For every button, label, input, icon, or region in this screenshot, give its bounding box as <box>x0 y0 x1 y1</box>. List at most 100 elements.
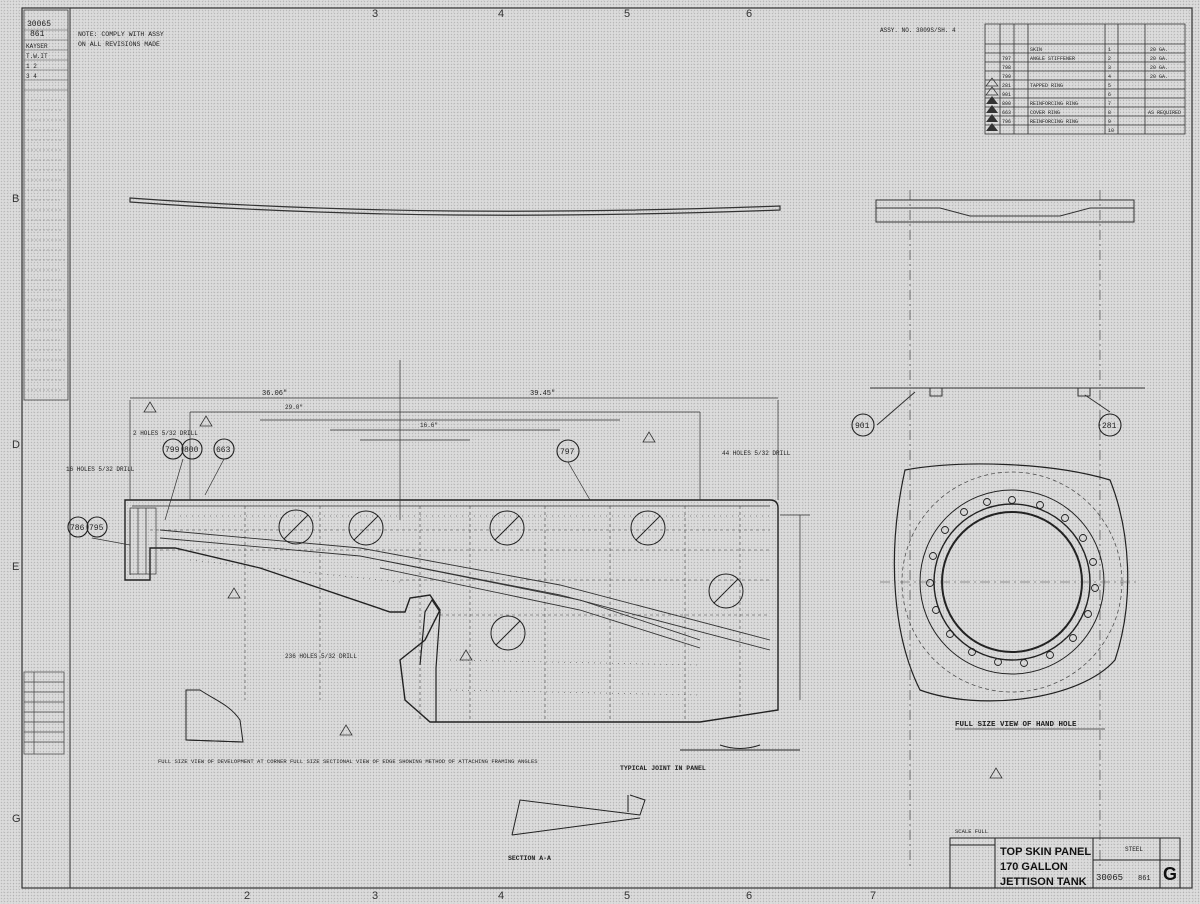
dim-mid-b: 16.6" <box>420 422 438 429</box>
side-profile-view <box>129 197 781 216</box>
ring-section <box>870 387 1145 426</box>
strip-approval-2: T.W.IT <box>26 53 48 60</box>
strip-dwg-no: 30065 <box>27 20 51 29</box>
main-panel-view <box>124 499 779 723</box>
section-a-a-label: SECTION A-A <box>508 855 551 862</box>
bom-desc-0: SKIN <box>1030 47 1042 53</box>
callout-800: 800 <box>184 446 199 455</box>
zone-top-5: 5 <box>624 8 630 20</box>
bom-mat-3: 4 <box>1108 74 1111 80</box>
zone-top-4: 4 <box>498 8 504 20</box>
bom-mat-1: 2 <box>1108 56 1111 62</box>
bom-item-2: 798 <box>1002 65 1011 71</box>
callout-281: 281 <box>1102 422 1117 431</box>
bom-mat-5: 6 <box>1108 92 1111 98</box>
title-size: G <box>1163 864 1177 884</box>
bom-mat-7: 8 <box>1108 110 1111 116</box>
bom-mat-4: 5 <box>1108 83 1111 89</box>
bom-size-1: 20 GA. <box>1150 56 1168 62</box>
bom-item-6: 800 <box>1002 101 1011 107</box>
callout-786: 786 <box>70 524 85 533</box>
strip-approval-3: 1 2 <box>26 63 37 70</box>
assy-reference: ASSY. NO. 3009S/SH. 4 <box>880 27 956 34</box>
bom-desc-6: REINFORCING RING <box>1030 101 1078 107</box>
zone-top-3: 3 <box>372 8 378 20</box>
revision-triangles <box>143 401 1003 779</box>
bom-item-7: 663 <box>1002 110 1011 116</box>
title-dwg-no: 30065 <box>1096 873 1123 883</box>
title-sheet: 861 <box>1138 875 1151 883</box>
callout-901: 901 <box>855 422 870 431</box>
callout-799: 799 <box>165 446 180 455</box>
hand-hole-view <box>880 463 1140 702</box>
callout-795: 795 <box>89 524 104 533</box>
hole-note-4: 236 HOLES 5/32 DRILL <box>285 653 357 660</box>
strip-approval-4: 3 4 <box>26 73 37 80</box>
bom-item-5: 901 <box>1002 92 1011 98</box>
dimension-lines <box>129 360 810 700</box>
zone-bottom-3: 3 <box>372 890 378 902</box>
section-a-a-view <box>511 794 646 836</box>
sectional-label: FULL SIZE SECTIONAL VIEW OF EDGE SHOWING… <box>290 758 538 765</box>
hand-hole-label: FULL SIZE VIEW OF HAND HOLE <box>955 721 1077 729</box>
zone-left-b: B <box>12 193 19 205</box>
callout-797: 797 <box>560 448 575 457</box>
hole-note-1: 2 HOLES 5/32 DRILL <box>133 430 198 437</box>
zone-bottom-5: 5 <box>624 890 630 902</box>
callout-663: 663 <box>216 446 231 455</box>
hand-hole-bolt-holes <box>926 496 1099 667</box>
zone-bottom-6: 6 <box>746 890 752 902</box>
bom-item-4: 281 <box>1002 83 1011 89</box>
title-scale: SCALE FULL <box>955 828 988 835</box>
top-note-1: NOTE: COMPLY WITH ASSY <box>78 31 164 38</box>
bom-mat-6: 7 <box>1108 101 1111 107</box>
bom-item-8: 796 <box>1002 119 1011 125</box>
bom-desc-8: REINFORCING RING <box>1030 119 1078 125</box>
title-material: STEEL <box>1125 846 1143 853</box>
bom-desc-1: ANGLE STIFFENER <box>1030 56 1075 62</box>
right-section-profile <box>875 190 1135 870</box>
zone-left-g: G <box>12 813 21 825</box>
bom-mat-8: 9 <box>1108 119 1111 125</box>
left-lower-table <box>23 671 65 755</box>
bill-of-materials: SKIN 1 20 GA. 797 ANGLE STIFFENER 2 20 G… <box>984 23 1186 135</box>
bom-mat-0: 1 <box>1108 47 1111 53</box>
title-block <box>949 837 1181 889</box>
bom-desc-4: TAPPED RING <box>1030 83 1063 89</box>
hole-note-2: 16 HOLES 5/32 DRILL <box>66 466 135 473</box>
title-line-1: TOP SKIN PANEL <box>1000 846 1091 858</box>
strip-approval-1: KAYSER <box>26 43 48 50</box>
bom-size-3: 20 GA. <box>1150 74 1168 80</box>
bom-item-3: 799 <box>1002 74 1011 80</box>
title-line-3: JETTISON TANK <box>1000 876 1087 888</box>
bom-size-7: AS REQUIRED <box>1148 110 1181 116</box>
zone-bottom-4: 4 <box>498 890 504 902</box>
typical-joint-label: TYPICAL JOINT IN PANEL <box>620 765 706 772</box>
bom-size-2: 20 GA. <box>1150 65 1168 71</box>
bom-mat-2: 3 <box>1108 65 1111 71</box>
bom-desc-7: COVER RING <box>1030 110 1060 116</box>
zone-left-d: D <box>12 439 20 451</box>
bom-item-1: 797 <box>1002 56 1011 62</box>
development-label: FULL SIZE VIEW OF DEVELOPMENT AT CORNER <box>158 758 287 765</box>
corner-development-view <box>185 689 244 743</box>
bom-size-0: 20 GA. <box>1150 47 1168 53</box>
zone-bottom-7: 7 <box>870 890 876 902</box>
strip-sheet: 861 <box>30 30 45 39</box>
callout-balloons <box>67 413 1122 538</box>
left-revision-strip: 30065 861 KAYSER T.W.IT 1 2 3 4 <box>23 9 69 401</box>
bom-mat-9: 10 <box>1108 128 1114 134</box>
zone-left-e: E <box>12 561 19 573</box>
dim-overall-right: 39.45" <box>530 390 555 398</box>
hole-note-3: 44 HOLES 5/32 DRILL <box>722 450 791 457</box>
zone-bottom-2: 2 <box>244 890 250 902</box>
dim-mid-a: 29.0" <box>285 404 303 411</box>
zone-top-6: 6 <box>746 8 752 20</box>
top-note-2: ON ALL REVISIONS MADE <box>78 41 160 48</box>
dim-overall-left: 36.06" <box>262 390 287 398</box>
title-line-2: 170 GALLON <box>1000 861 1068 873</box>
typical-joint-view <box>680 744 800 751</box>
